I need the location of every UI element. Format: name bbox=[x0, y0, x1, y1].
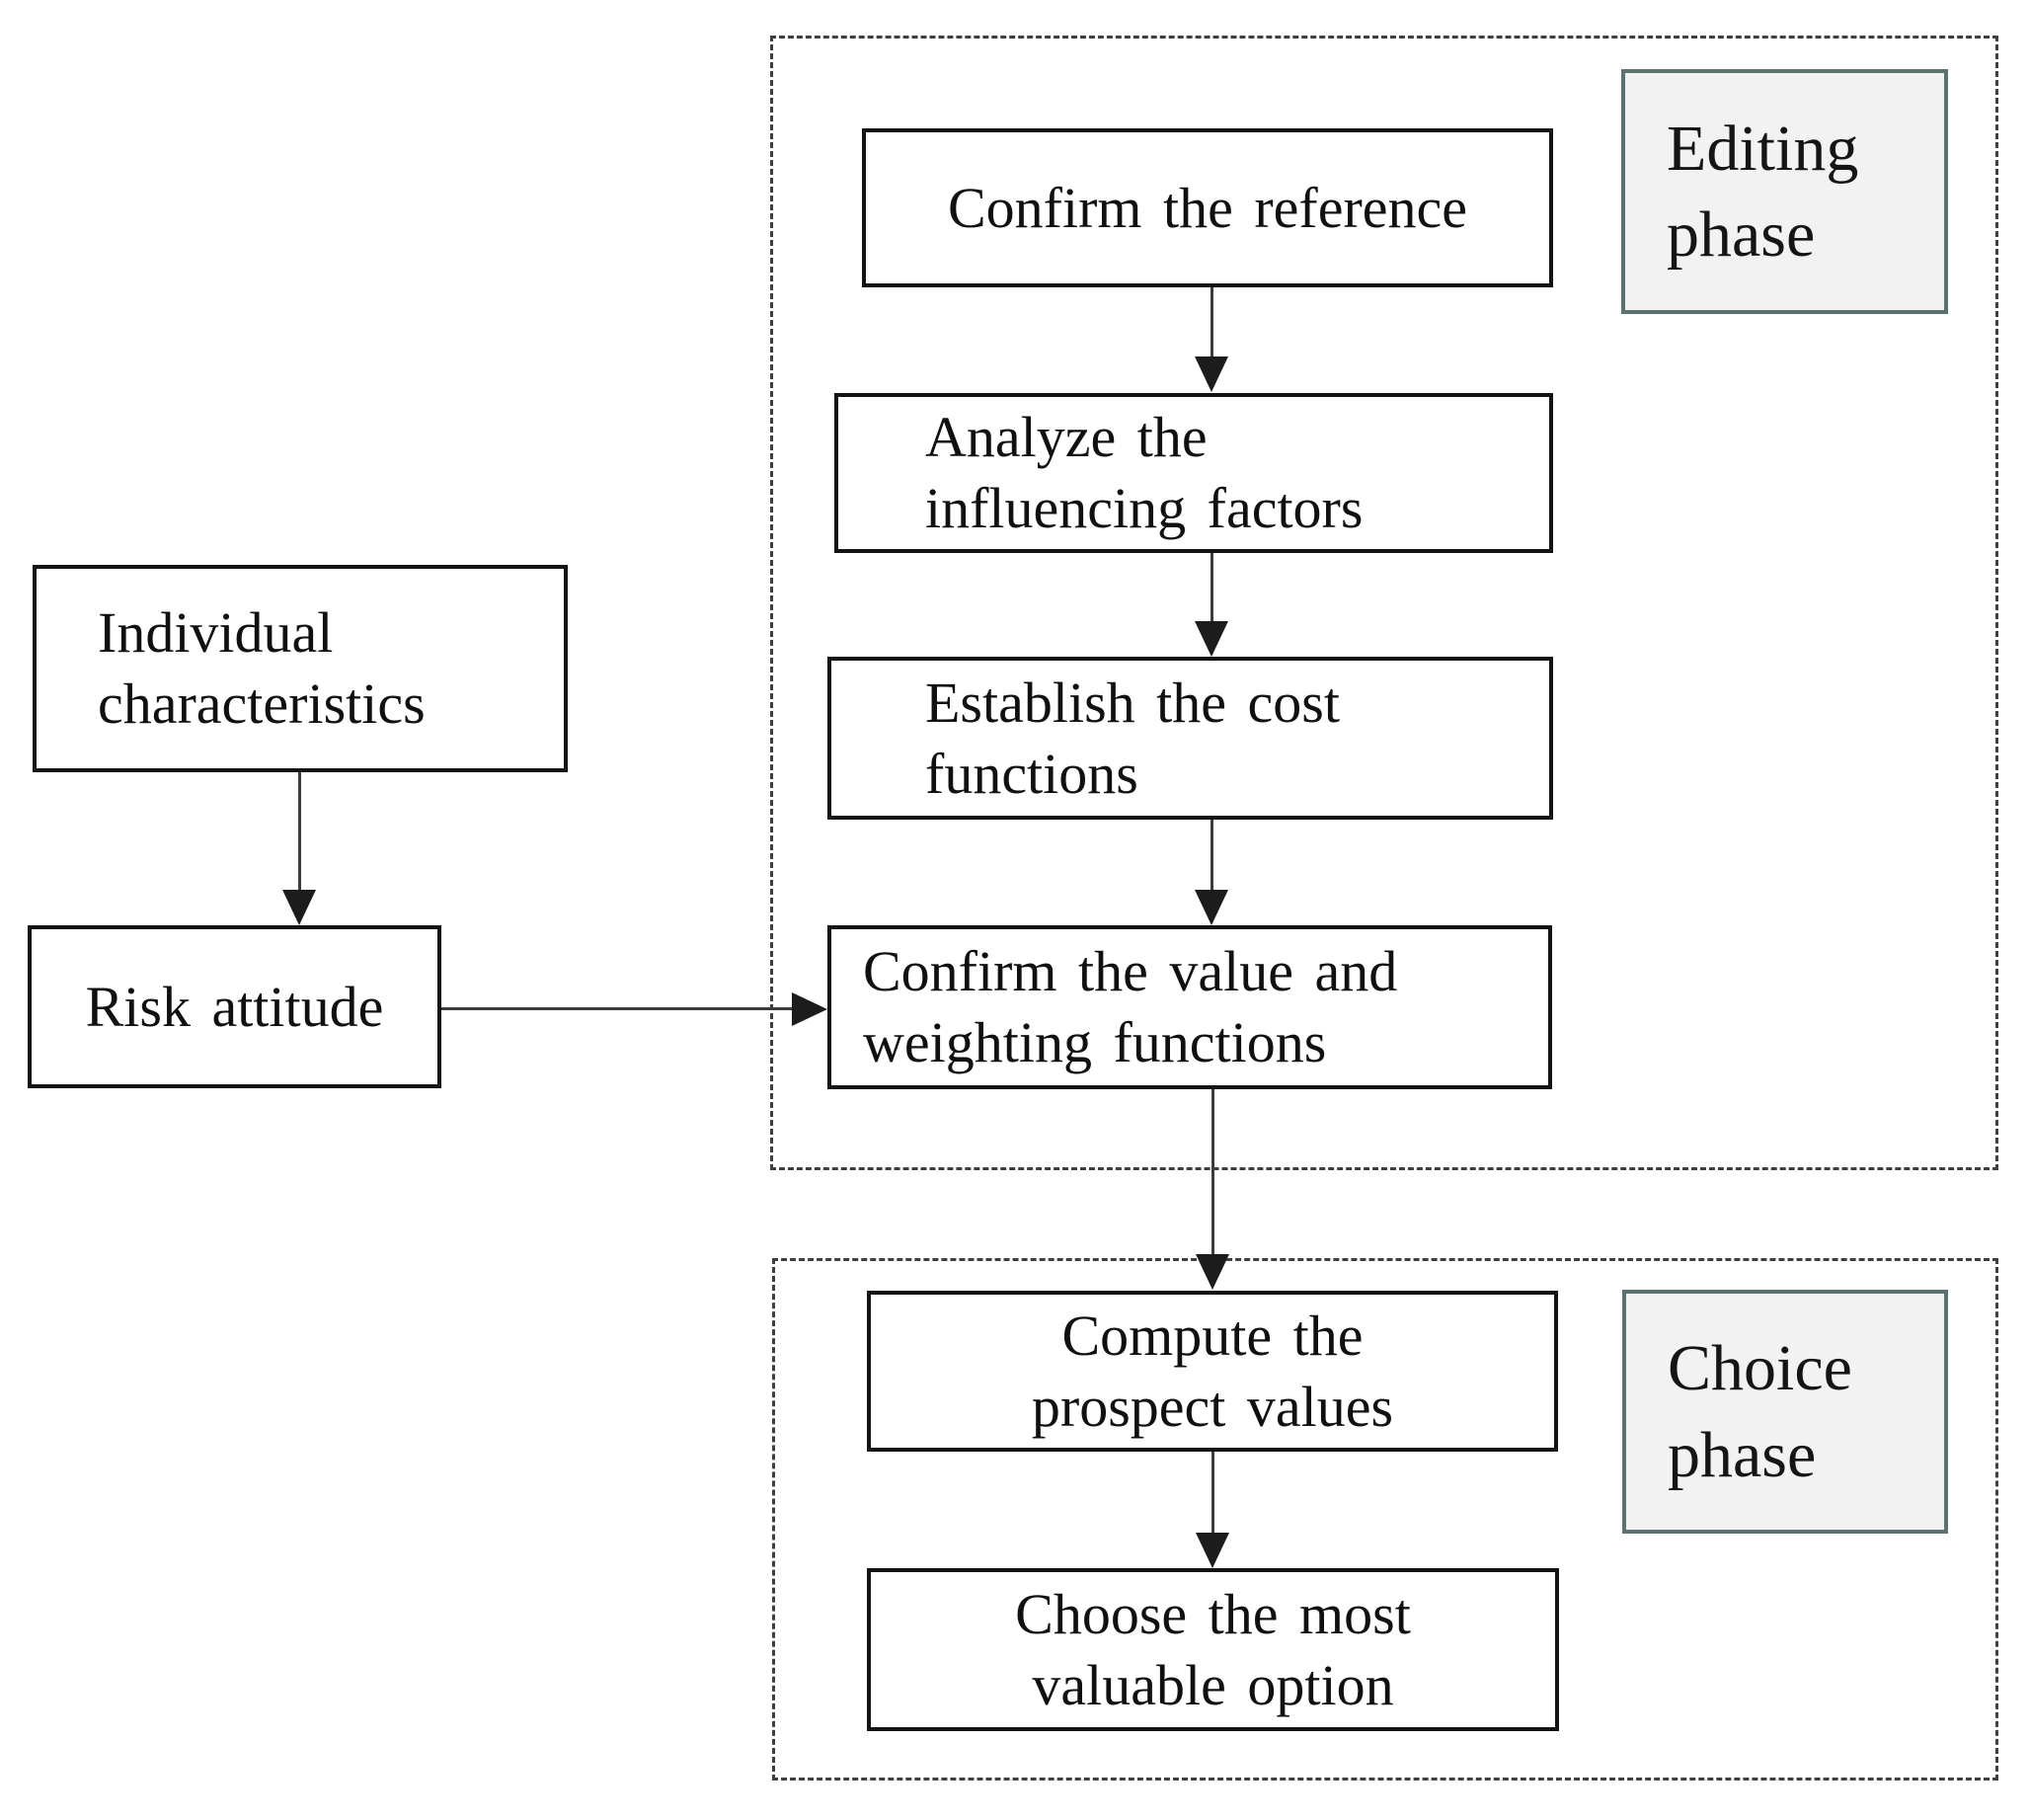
editing-phase-label: Editing phase bbox=[1621, 69, 1948, 314]
node-compute-prospect-values: Compute the prospect values bbox=[867, 1291, 1558, 1452]
arrow-line-establish-to-confirmvalue bbox=[1210, 820, 1213, 894]
node-establish-cost-functions: Establish the cost functions bbox=[827, 657, 1553, 820]
node-confirm-value-weighting-functions: Confirm the value and weighting function… bbox=[827, 925, 1552, 1089]
arrowhead-reference-to-analyze bbox=[1195, 356, 1228, 392]
arrow-line-risk-to-confirmvalue bbox=[441, 1007, 797, 1010]
choice-phase-container bbox=[772, 1258, 1998, 1780]
node-choose-valuable-option: Choose the most valuable option bbox=[867, 1568, 1559, 1731]
arrowhead-individual-to-risk bbox=[282, 890, 316, 925]
arrowhead-compute-to-choose bbox=[1196, 1533, 1229, 1568]
node-analyze-influencing-factors: Analyze the influencing factors bbox=[834, 393, 1553, 553]
choice-phase-label: Choice phase bbox=[1622, 1290, 1948, 1534]
node-risk-attitude: Risk attitude bbox=[28, 925, 441, 1088]
arrow-line-analyze-to-establish bbox=[1210, 553, 1213, 625]
arrowhead-establish-to-confirmvalue bbox=[1195, 890, 1228, 925]
arrow-line-compute-to-choose bbox=[1211, 1452, 1214, 1537]
node-individual-characteristics: Individual characteristics bbox=[33, 565, 568, 772]
arrowhead-analyze-to-establish bbox=[1195, 621, 1228, 657]
editing-phase-container bbox=[770, 36, 1998, 1170]
arrowhead-confirmvalue-to-compute bbox=[1196, 1254, 1229, 1290]
arrowhead-risk-to-confirmvalue bbox=[792, 992, 827, 1026]
arrow-line-confirmvalue-to-compute bbox=[1211, 1089, 1214, 1260]
node-confirm-reference: Confirm the reference bbox=[862, 128, 1553, 287]
arrow-line-reference-to-analyze bbox=[1210, 287, 1213, 360]
arrow-line-individual-to-risk bbox=[298, 772, 301, 894]
